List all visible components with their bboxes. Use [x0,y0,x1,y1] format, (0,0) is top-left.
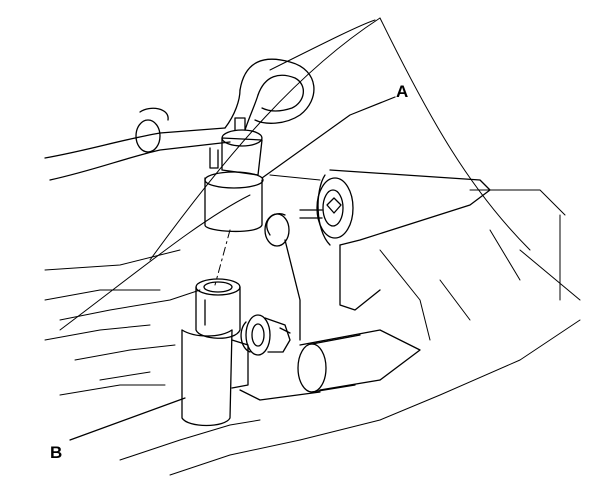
lower-connector [181,278,249,427]
push-clip [240,314,291,356]
hinge-bolt-icon [326,197,342,214]
leader-line-a [261,96,396,179]
body-panel [44,17,581,476]
wire-harness [44,58,315,181]
support-arm [239,213,421,401]
mounting-bracket [299,169,491,311]
upper-connector [204,117,264,233]
callout-label-a: A [396,82,409,101]
leader-line-b [69,397,186,441]
alignment-guide [214,229,231,286]
callout-label-b: B [50,443,63,462]
